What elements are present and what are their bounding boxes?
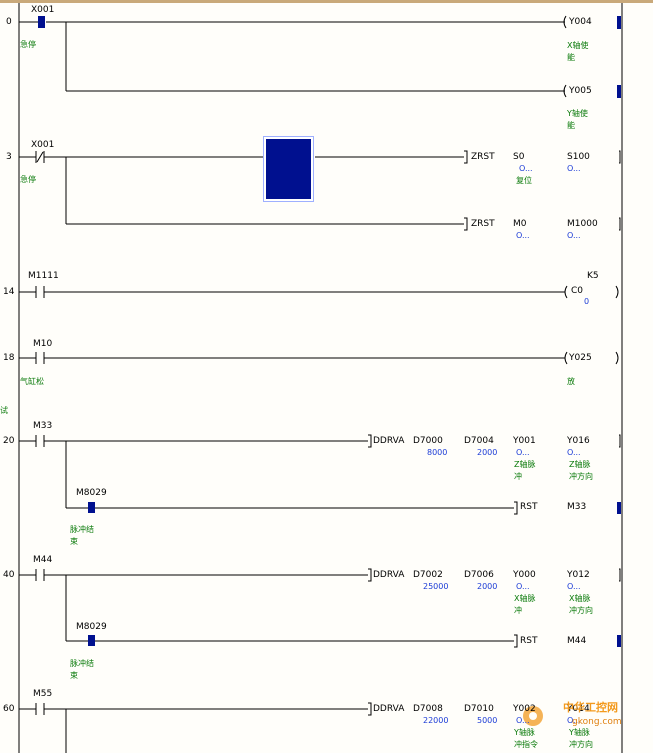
contact-comment: 束 <box>70 671 78 680</box>
instruction-label[interactable]: DDRVA <box>373 436 405 446</box>
operand-sub: O... <box>567 231 581 240</box>
coil-comment: 能 <box>567 53 575 62</box>
operand-comment: X轴脉 <box>514 594 536 603</box>
operand-value: 5000 <box>477 716 498 725</box>
operand-comment: 冲方向 <box>569 740 593 749</box>
operand-label: S0 <box>513 152 525 162</box>
operand-label: M0 <box>513 219 527 229</box>
operand-value: 2000 <box>477 582 498 591</box>
instruction-label[interactable]: RST <box>520 502 538 512</box>
operand-comment: Y轴脉 <box>514 728 535 737</box>
contact-label: M55 <box>33 689 53 699</box>
coil-comment: 放 <box>567 377 575 386</box>
instruction-label[interactable]: ZRST <box>471 152 495 162</box>
coil-comment: 能 <box>567 121 575 130</box>
contact-comment: 脉冲结 <box>70 659 94 668</box>
coil-comment: Y轴使 <box>567 109 588 118</box>
contact-comment: 脉冲结 <box>70 525 94 534</box>
operand-label: D7006 <box>464 570 494 580</box>
step-number: 60 <box>3 704 15 714</box>
contact-label: M8029 <box>76 622 107 632</box>
operand-value: 22000 <box>423 716 449 725</box>
coil-label[interactable]: Y005 <box>569 86 592 96</box>
operand-label: Y016 <box>567 436 590 446</box>
operand-label: M44 <box>567 636 587 646</box>
operand-label: D7008 <box>413 704 443 714</box>
operand-label: D7000 <box>413 436 443 446</box>
contact-comment: 急停 <box>20 175 36 184</box>
step-number: 18 <box>3 353 15 363</box>
operand-comment: 冲指令 <box>514 740 538 749</box>
operand-label: Y001 <box>513 436 536 446</box>
operand-label: Y002 <box>513 704 536 714</box>
step-number: 14 <box>3 287 15 297</box>
step-number: 3 <box>6 152 12 162</box>
operand-comment: 冲方向 <box>569 606 593 615</box>
counter-k-value: K5 <box>587 271 599 281</box>
watermark-url: gkong.com <box>572 717 622 727</box>
operand-label: M1000 <box>567 219 598 229</box>
operand-sub: O... <box>516 448 530 457</box>
instruction-label[interactable]: ZRST <box>471 219 495 229</box>
operand-comment: Z轴脉 <box>569 460 591 469</box>
operand-label: Y012 <box>567 570 590 580</box>
contact-label: M44 <box>33 555 53 565</box>
contact-comment: 束 <box>70 537 78 546</box>
operand-label: D7004 <box>464 436 494 446</box>
coil-label[interactable]: C0 <box>571 286 584 296</box>
operand-label: Y000 <box>513 570 536 580</box>
left-margin-text: 试 <box>0 406 8 415</box>
operand-sub: O... <box>516 231 530 240</box>
operand-comment: 冲 <box>514 472 522 481</box>
operand-comment: Z轴脉 <box>514 460 536 469</box>
instruction-label[interactable]: DDRVA <box>373 704 405 714</box>
operand-value: 2000 <box>477 448 498 457</box>
operand-comment: 复位 <box>516 176 532 185</box>
contact-label: M8029 <box>76 488 107 498</box>
operand-sub: O... <box>516 582 530 591</box>
operand-value: 25000 <box>423 582 449 591</box>
operand-comment: X轴脉 <box>569 594 591 603</box>
instruction-label[interactable]: RST <box>520 636 538 646</box>
watermark-logo: 中华工控网 <box>563 701 618 714</box>
operand-label: Y014 <box>567 704 590 714</box>
operand-comment: 冲 <box>514 606 522 615</box>
operand-sub: O... <box>567 716 581 725</box>
coil-label[interactable]: Y025 <box>569 353 592 363</box>
contact-x001-selected[interactable] <box>38 16 45 28</box>
contact-label: M33 <box>33 421 53 431</box>
operand-label: M33 <box>567 502 587 512</box>
step-number: 20 <box>3 436 15 446</box>
operand-comment: Y轴脉 <box>569 728 590 737</box>
operand-label: S100 <box>567 152 590 162</box>
contact-comment: 气缸松 <box>20 377 44 386</box>
counter-current: 0 <box>584 297 590 306</box>
coil-label[interactable]: Y004 <box>569 17 592 27</box>
operand-comment: 冲方向 <box>569 472 593 481</box>
operand-value: 8000 <box>427 448 448 457</box>
instruction-label[interactable]: DDRVA <box>373 570 405 580</box>
step-number: 0 <box>6 17 12 27</box>
contact-label: X001 <box>31 5 55 15</box>
step-number: 40 <box>3 570 15 580</box>
operand-label: D7002 <box>413 570 443 580</box>
ladder-cursor[interactable] <box>263 136 314 202</box>
contact-comment: 急停 <box>20 40 36 49</box>
coil-comment: X轴使 <box>567 41 589 50</box>
operand-sub: O... <box>567 582 581 591</box>
operand-sub: O... <box>567 448 581 457</box>
operand-sub: O... <box>516 716 530 725</box>
contact-label: M1111 <box>28 271 59 281</box>
operand-sub: O... <box>567 164 581 173</box>
operand-label: D7010 <box>464 704 494 714</box>
contact-label: M10 <box>33 339 53 349</box>
operand-sub: O... <box>519 164 533 173</box>
contact-label: X001 <box>31 140 55 150</box>
